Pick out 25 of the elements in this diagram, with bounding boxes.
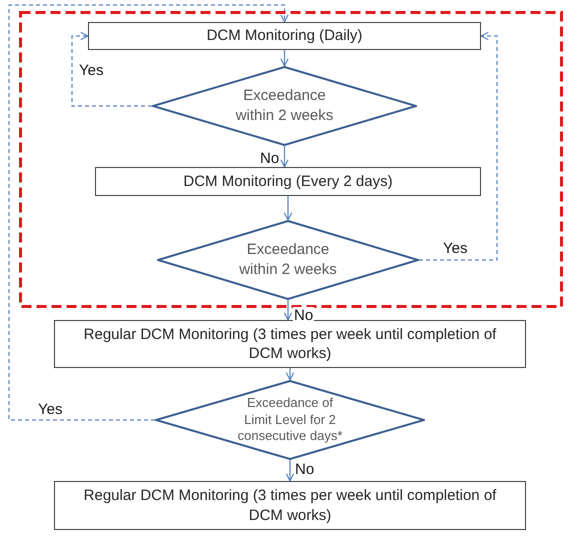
- decision-diamond: [152, 66, 417, 146]
- process-box: [54, 481, 526, 530]
- decision-text: Exceedance within 2 weeks: [238, 240, 338, 280]
- box-label: DCM Monitoring (Daily): [206, 27, 362, 45]
- decision-text: Exceedance of Limit Level for 2 consecutive days*: [236, 394, 344, 446]
- dashed-group-frame: [19, 11, 563, 308]
- box-label: Regular DCM Monitoring (3 times per week until completion of DCM works): [82, 486, 498, 525]
- decision-diamond: [157, 220, 419, 300]
- process-box: [54, 320, 526, 368]
- box-label: DCM Monitoring (Every 2 days): [183, 172, 393, 190]
- decision-text: Exceedance within 2 weeks: [234, 86, 334, 126]
- edge-label: No: [293, 307, 314, 324]
- decision-diamond: [155, 380, 425, 460]
- dashed-arrow: [71, 32, 152, 107]
- arrow: [280, 146, 289, 168]
- process-box: [88, 22, 481, 50]
- arrow: [284, 196, 292, 221]
- arrow: [286, 368, 294, 381]
- arrow: [286, 460, 294, 482]
- dashed-arrow: [419, 32, 498, 261]
- arrow: [284, 300, 292, 321]
- arrow: [280, 50, 289, 67]
- dashed-arrow: [8, 4, 289, 421]
- process-box: [95, 167, 481, 196]
- box-label: Regular DCM Monitoring (3 times per week until completion of DCM works): [82, 324, 498, 364]
